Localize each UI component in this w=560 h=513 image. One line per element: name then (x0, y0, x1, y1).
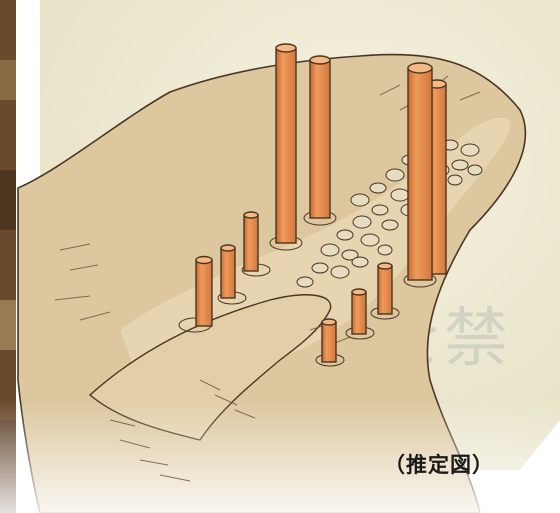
post-tall-1 (275, 43, 297, 244)
post-short-1 (243, 211, 259, 272)
ground-slope (0, 53, 560, 513)
posts (195, 43, 447, 363)
post-short-5 (351, 288, 367, 335)
caption-estimated-diagram: （推定図） (384, 453, 494, 477)
post-short-3 (195, 255, 213, 327)
post-tall-2 (309, 55, 331, 219)
post-short-4 (377, 262, 393, 315)
post-short-2 (220, 244, 236, 299)
post-short-6 (321, 318, 337, 363)
post-tall-4 (407, 62, 433, 281)
